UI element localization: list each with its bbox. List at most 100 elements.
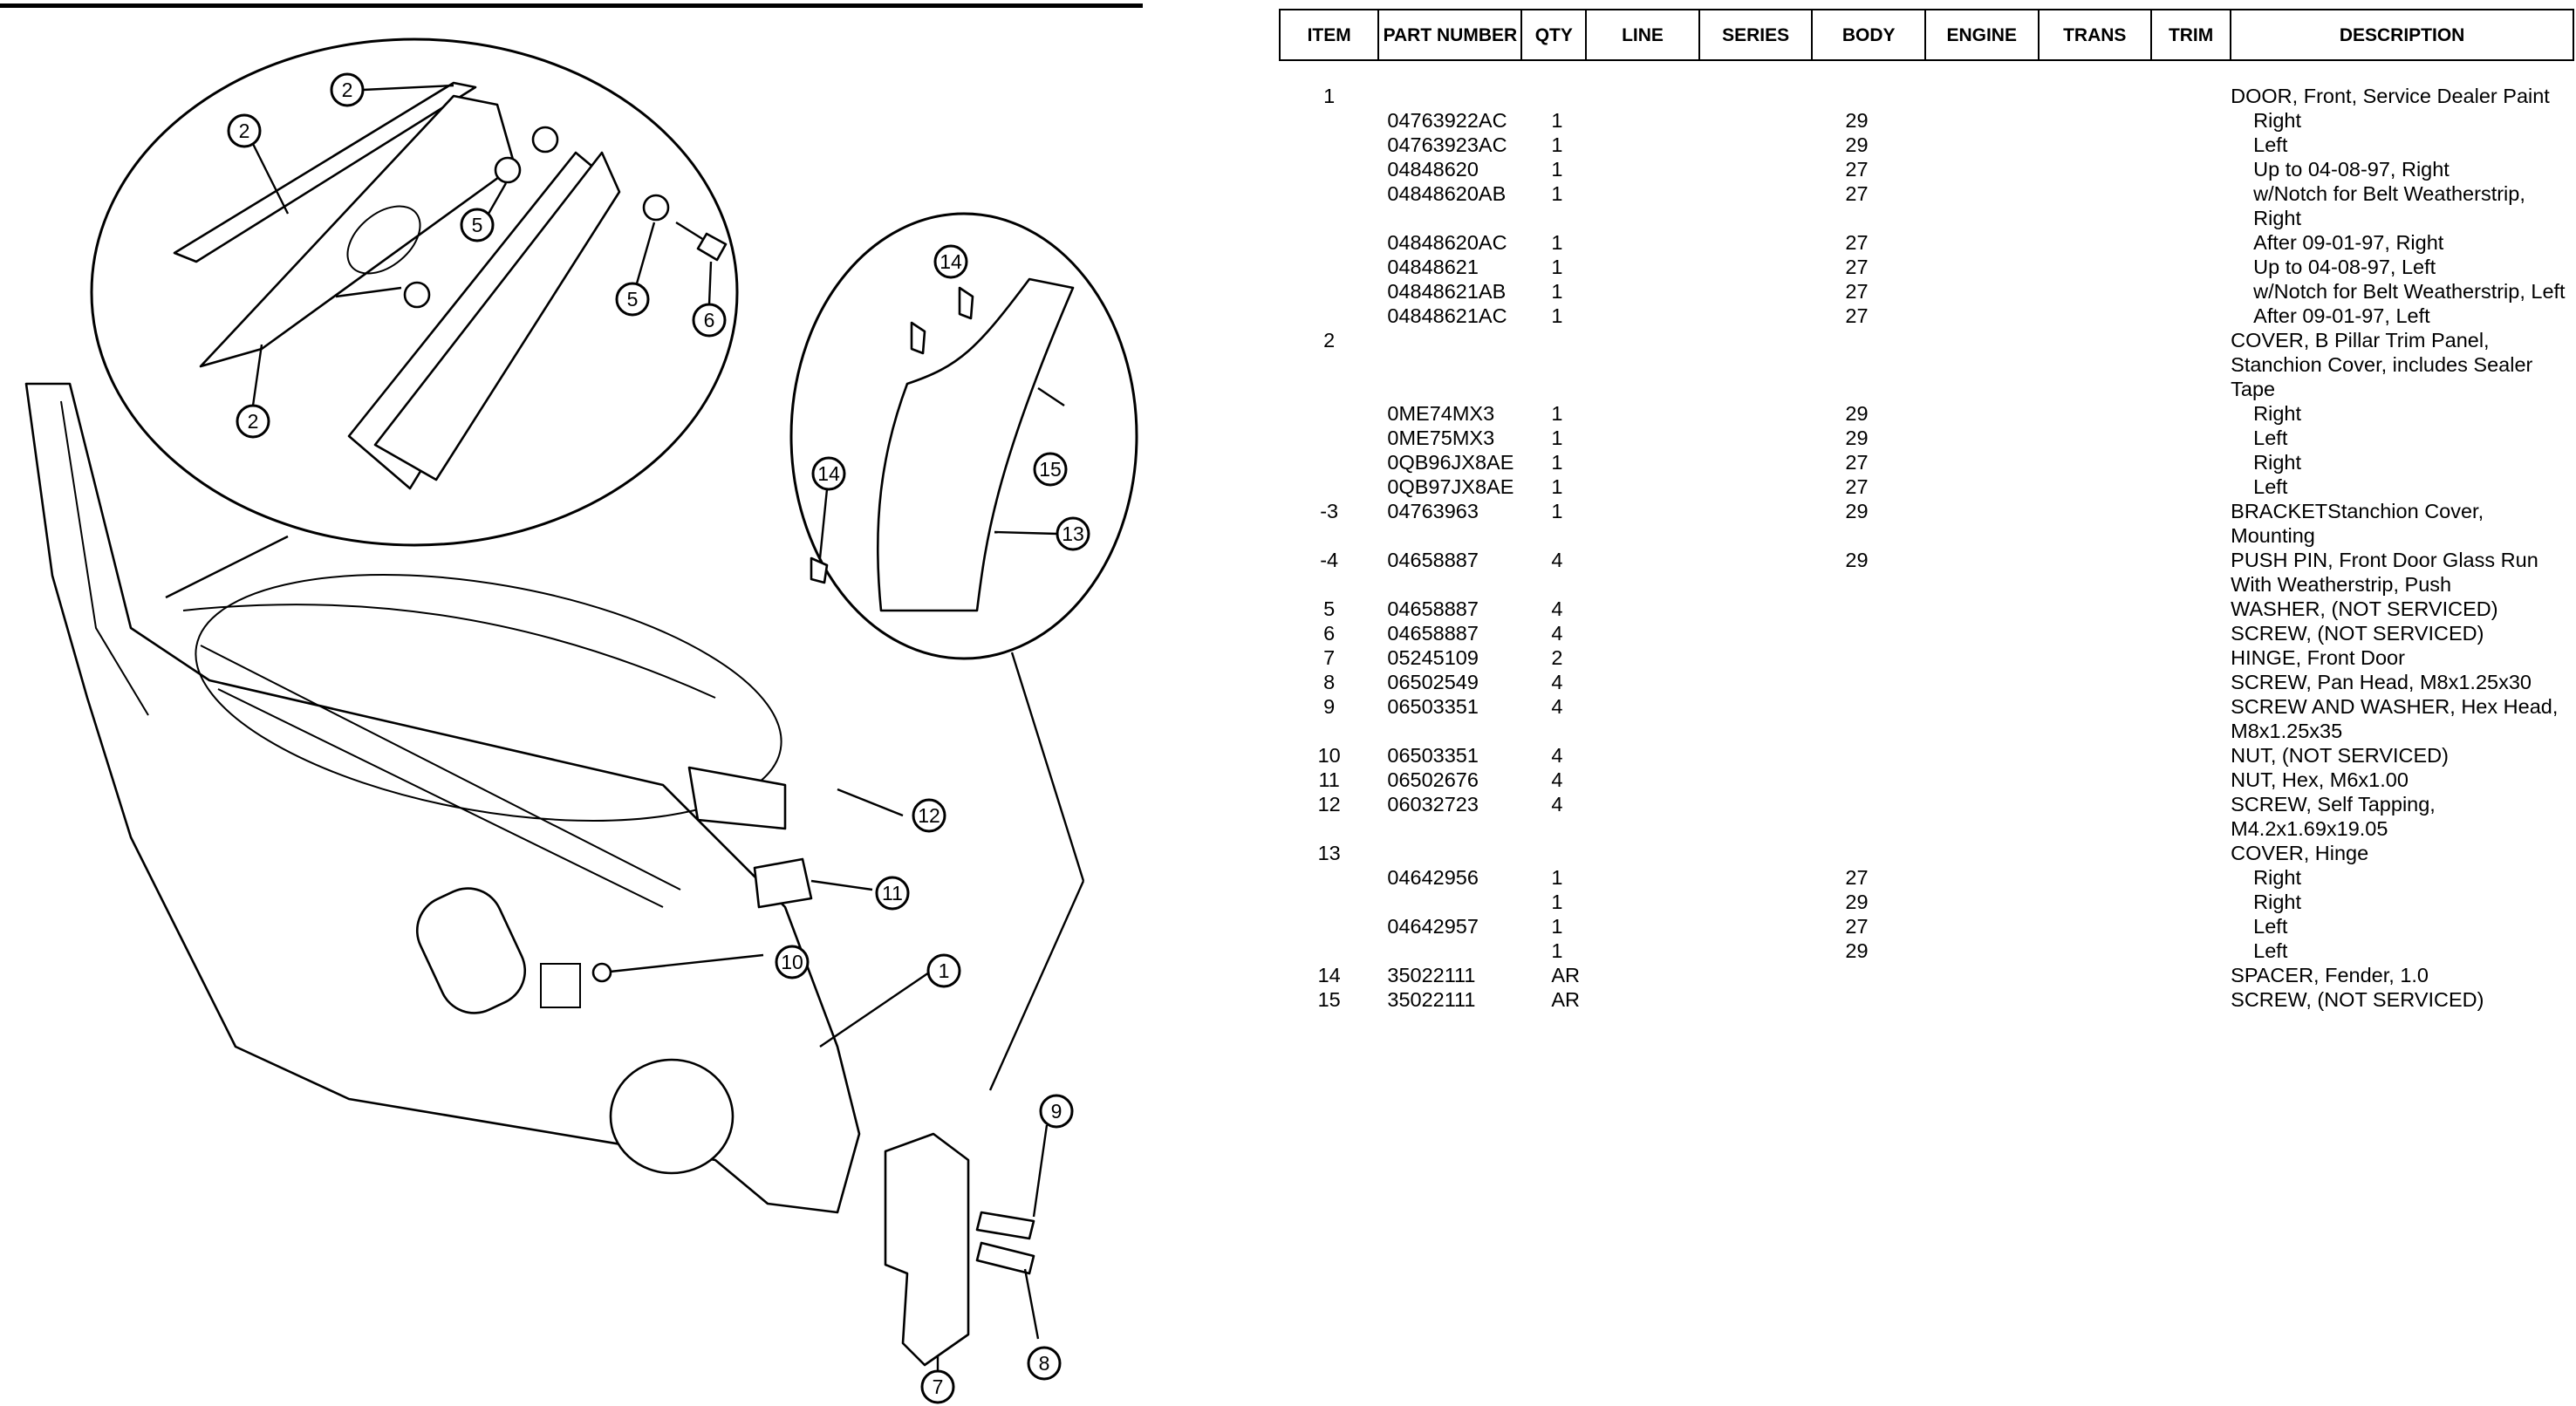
cell-qty: 2 <box>1551 646 1563 669</box>
cell-trim <box>2151 255 2231 279</box>
cell-line <box>1586 645 1699 670</box>
cell-trans <box>2039 548 2152 597</box>
cell-item <box>1280 938 1378 963</box>
cell-trim <box>2151 157 2231 181</box>
svg-text:14: 14 <box>817 462 840 485</box>
cell-trans <box>2039 133 2152 157</box>
cell-part: 04658887 <box>1387 549 1479 571</box>
cell-series <box>1699 792 1813 841</box>
cell-series <box>1699 328 1813 401</box>
column-header-item: ITEM <box>1278 9 1380 61</box>
cell-line <box>1586 474 1699 499</box>
cell-line <box>1586 230 1699 255</box>
cell-engine <box>1925 865 2039 890</box>
cell-trans <box>2039 108 2152 133</box>
callout-5: 5 <box>615 282 650 317</box>
column-header-description: DESCRIPTION <box>2230 9 2574 61</box>
cell-trim <box>2151 987 2231 1012</box>
cell-line <box>1586 621 1699 645</box>
cell-body: 27 <box>1845 866 1869 889</box>
cell-trans <box>2039 499 2152 548</box>
cell-engine <box>1925 987 2039 1012</box>
cell-qty: 1 <box>1551 866 1563 889</box>
cell-desc: w/Notch for Belt Weatherstrip, Right <box>2253 182 2525 229</box>
cell-engine <box>1925 450 2039 474</box>
cell-body: 27 <box>1845 304 1869 327</box>
washer <box>403 281 431 309</box>
cell-series <box>1699 963 1813 987</box>
cell-series <box>1699 890 1813 914</box>
cell-trim <box>2151 938 2231 963</box>
spacer <box>810 556 829 584</box>
cell-engine <box>1925 597 2039 621</box>
cell-qty: 4 <box>1551 671 1563 693</box>
cell-trans <box>2039 426 2152 450</box>
cell-line <box>1586 768 1699 792</box>
cell-desc: Right <box>2253 109 2302 132</box>
cell-trans <box>2039 450 2152 474</box>
cell-engine <box>1925 474 2039 499</box>
cell-line <box>1586 304 1699 328</box>
cell-item <box>1280 426 1378 450</box>
column-header-qty: QTY <box>1520 9 1588 61</box>
cell-series <box>1699 426 1813 450</box>
cell-qty: 1 <box>1551 158 1563 181</box>
svg-text:2: 2 <box>239 119 250 142</box>
callout-2: 2 <box>227 113 262 148</box>
cell-qty: 1 <box>1551 427 1563 449</box>
cell-series <box>1699 304 1813 328</box>
cell-trim <box>2151 914 2231 938</box>
callout-13: 13 <box>1056 516 1090 551</box>
cell-qty: 1 <box>1551 475 1563 498</box>
cell-desc: WASHER, (NOT SERVICED) <box>2231 597 2498 620</box>
cell-trans <box>2039 890 2152 914</box>
cell-item <box>1280 255 1378 279</box>
column-header-engine: ENGINE <box>1923 9 2040 61</box>
cell-trans <box>2039 304 2152 328</box>
cell-body: 27 <box>1845 256 1869 278</box>
cell-part: 04642957 <box>1387 915 1479 938</box>
cell-series <box>1699 499 1813 548</box>
door-exploded-diagram: 1 2 2 2 5 5 6 7 8 9 10 11 12 13 14 14 15 <box>0 0 1143 1406</box>
cell-engine <box>1925 890 2039 914</box>
callout-1: 1 <box>926 953 961 988</box>
cell-trans <box>2039 230 2152 255</box>
cell-line <box>1586 279 1699 304</box>
cell-line <box>1586 865 1699 890</box>
cell-item: 15 <box>1317 988 1341 1011</box>
cell-desc: Up to 04-08-97, Right <box>2253 158 2450 181</box>
cell-trans <box>2039 328 2152 401</box>
cell-desc: NUT, Hex, M6x1.00 <box>2231 768 2409 791</box>
cell-body <box>1812 670 1925 694</box>
cell-item <box>1280 450 1378 474</box>
cell-item: -3 <box>1320 500 1339 522</box>
cell-part: 04763963 <box>1387 500 1479 522</box>
callout-8: 8 <box>1027 1346 1062 1381</box>
cell-series <box>1699 645 1813 670</box>
cell-engine <box>1925 304 2039 328</box>
hinge-bolt <box>975 1211 1035 1240</box>
cell-line <box>1586 792 1699 841</box>
column-header-body: BODY <box>1811 9 1926 61</box>
cell-part: 06503351 <box>1387 744 1479 767</box>
cell-item <box>1280 133 1378 157</box>
cell-body <box>1812 621 1925 645</box>
cell-trim <box>2151 963 2231 987</box>
callout-15: 15 <box>1033 452 1068 487</box>
cell-trim <box>2151 279 2231 304</box>
callout-2: 2 <box>236 404 270 439</box>
washer <box>531 126 559 154</box>
cell-line <box>1586 597 1699 621</box>
cell-trim <box>2151 645 2231 670</box>
callout-2: 2 <box>330 72 365 107</box>
svg-text:6: 6 <box>704 309 715 331</box>
column-header-line: LINE <box>1585 9 1700 61</box>
cell-body <box>1812 694 1925 743</box>
